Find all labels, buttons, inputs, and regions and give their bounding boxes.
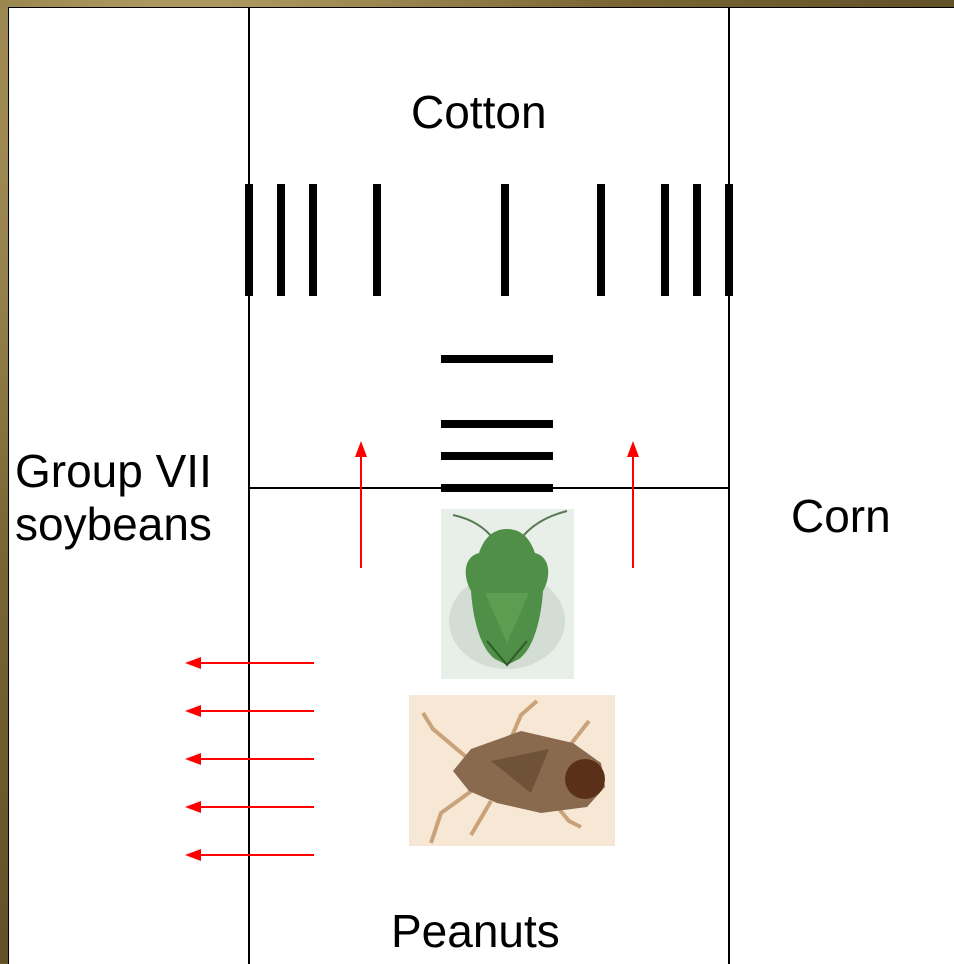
- corn-field-label: Corn: [791, 490, 891, 543]
- brown-stink-bug-photo: [409, 695, 615, 846]
- brown-bug-wing-tip: [565, 759, 605, 799]
- soybean-label-line1: Group VII: [15, 445, 212, 498]
- horizontal-marks: [441, 359, 553, 488]
- red-arrowhead: [355, 441, 367, 457]
- green-stink-bug-photo: [441, 509, 574, 679]
- red-arrowhead: [185, 657, 201, 669]
- cotton-field-label: Cotton: [411, 86, 547, 139]
- red-arrowhead: [185, 753, 201, 765]
- cotton-vertical-marks: [249, 184, 729, 296]
- red-arrowhead: [627, 441, 639, 457]
- field-diagram: Cotton Group VII soybeans Corn Peanuts: [8, 7, 954, 964]
- soybean-field-label: Group VII soybeans: [15, 445, 212, 551]
- soybean-label-line2: soybeans: [15, 498, 212, 551]
- peanut-field-label: Peanuts: [391, 905, 560, 958]
- red-arrowhead: [185, 849, 201, 861]
- red-arrowhead: [185, 801, 201, 813]
- red-arrowhead: [185, 705, 201, 717]
